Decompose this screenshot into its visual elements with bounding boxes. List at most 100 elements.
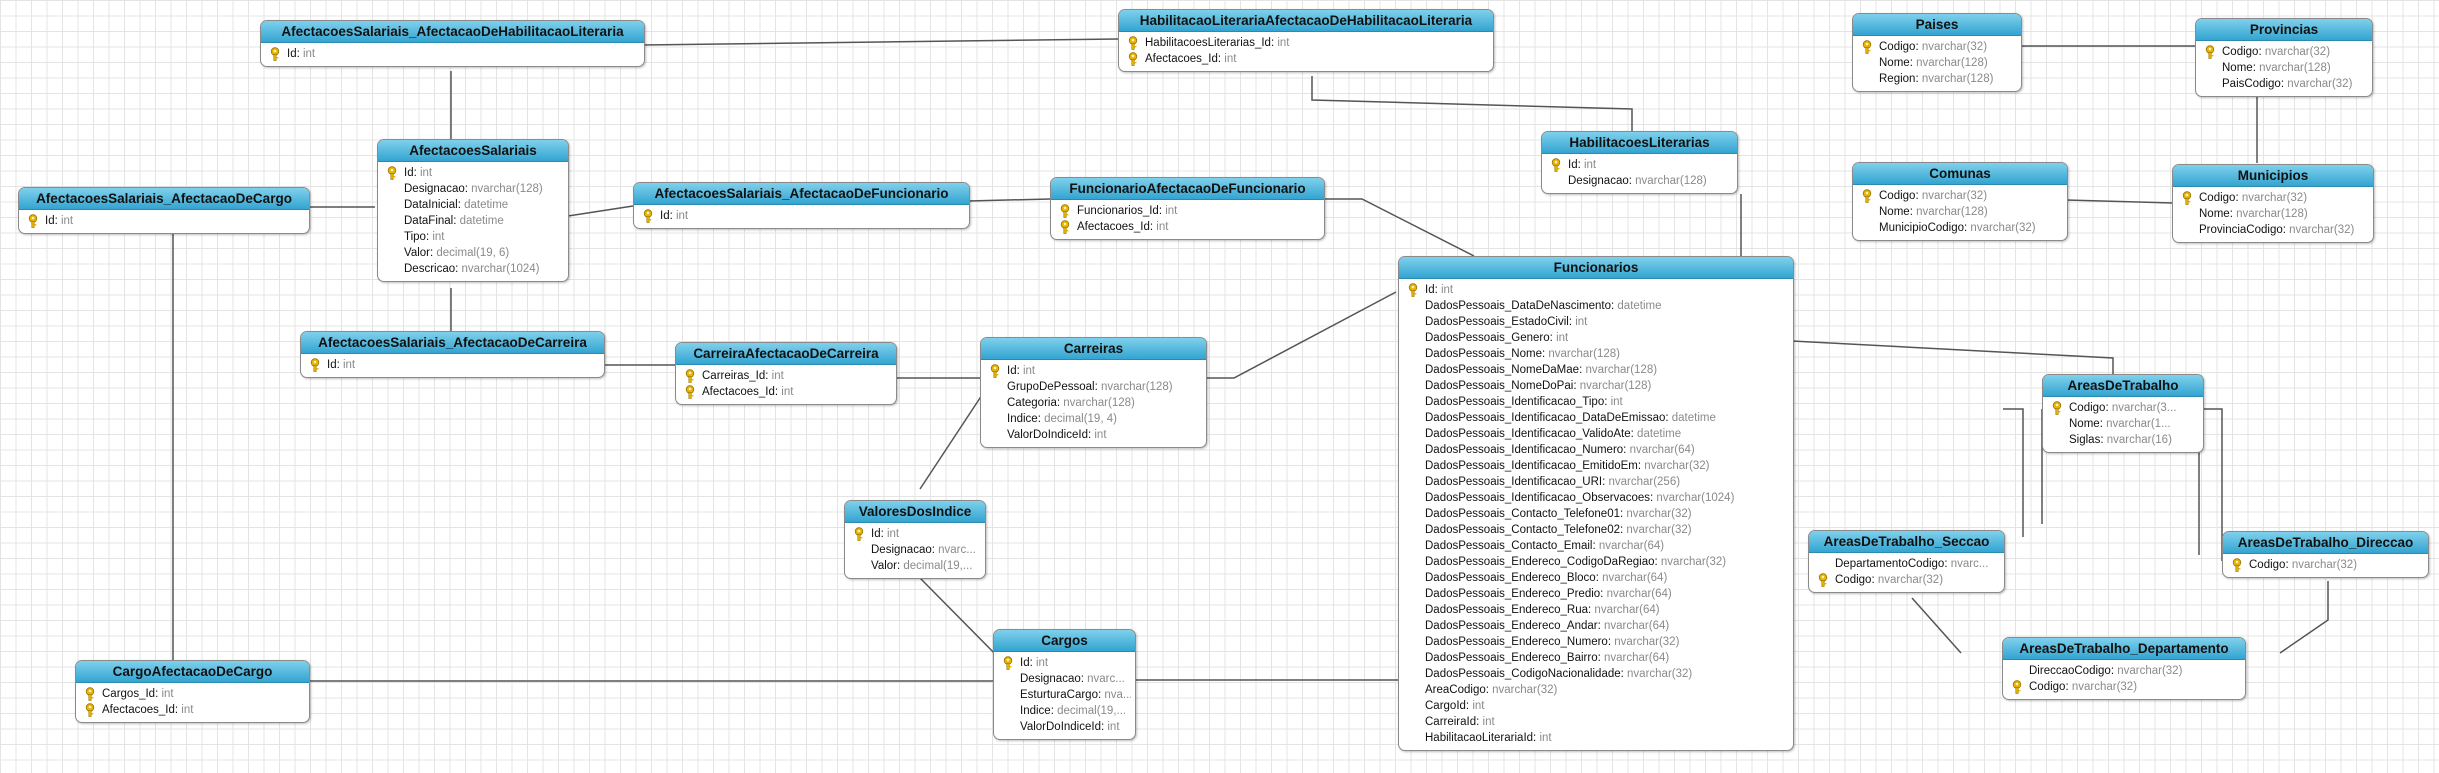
field-row[interactable]: DadosPessoais_Identificacao_Tipoint (1403, 394, 1789, 410)
field-row[interactable]: DadosPessoais_NomeDaMaenvarchar(128) (1403, 362, 1789, 378)
field-row[interactable]: Designacaonvarchar(128) (1546, 173, 1733, 189)
entity-cargoafectacaodecargo[interactable]: CargoAfectacaoDeCargoCargos_IdintAfectac… (75, 660, 310, 723)
entity-comunas[interactable]: ComunasCodigonvarchar(32)Nomenvarchar(12… (1852, 162, 2068, 241)
field-row[interactable]: DadosPessoais_Nomenvarchar(128) (1403, 346, 1789, 362)
field-row[interactable]: DireccaoCodigonvarchar(32) (2007, 663, 2241, 679)
entity-title[interactable]: HabilitacaoLiterariaAfectacaoDeHabilitac… (1119, 10, 1493, 32)
entity-title[interactable]: Municipios (2173, 165, 2373, 187)
field-row[interactable]: GrupoDePessoalnvarchar(128) (985, 379, 1202, 395)
field-row[interactable]: DadosPessoais_Identificacao_Observacoesn… (1403, 490, 1789, 506)
key-field-row[interactable]: Afectacoes_Idint (1123, 51, 1489, 67)
field-row[interactable]: Designacaonvarc... (849, 542, 981, 558)
field-row[interactable]: DadosPessoais_NomeDoPainvarchar(128) (1403, 378, 1789, 394)
entity-afectacoessalariais-afectacaodehabilitacaoliteraria[interactable]: AfectacoesSalariais_AfectacaoDeHabilitac… (260, 20, 645, 67)
entity-paises[interactable]: PaisesCodigonvarchar(32)Nomenvarchar(128… (1852, 13, 2022, 92)
field-row[interactable]: CarreiraIdint (1403, 714, 1789, 730)
field-row[interactable]: DadosPessoais_Identificacao_URInvarchar(… (1403, 474, 1789, 490)
field-row[interactable]: DadosPessoais_Contacto_Emailnvarchar(64) (1403, 538, 1789, 554)
key-field-row[interactable]: Codigonvarchar(32) (1857, 39, 2017, 55)
field-row[interactable]: Designacaonvarchar(128) (382, 181, 564, 197)
entity-title[interactable]: Comunas (1853, 163, 2067, 185)
key-field-row[interactable]: Codigonvarchar(32) (2200, 44, 2368, 60)
key-field-row[interactable]: Cargos_Idint (80, 686, 305, 702)
key-field-row[interactable]: Idint (849, 526, 981, 542)
key-field-row[interactable]: Idint (998, 655, 1131, 671)
field-row[interactable]: DadosPessoais_Contacto_Telefone02nvarcha… (1403, 522, 1789, 538)
entity-title[interactable]: AfectacoesSalariais_AfectacaoDeFuncionar… (634, 183, 969, 205)
field-row[interactable]: DadosPessoais_Identificacao_Numeronvarch… (1403, 442, 1789, 458)
field-row[interactable]: DadosPessoais_Endereco_Predionvarchar(64… (1403, 586, 1789, 602)
key-field-row[interactable]: Codigonvarchar(32) (1857, 188, 2063, 204)
field-row[interactable]: Nomenvarchar(128) (1857, 204, 2063, 220)
entity-carreiraafectacaodecarreira[interactable]: CarreiraAfectacaoDeCarreiraCarreiras_Idi… (675, 342, 897, 405)
key-field-row[interactable]: Idint (985, 363, 1202, 379)
field-row[interactable]: Descricaonvarchar(1024) (382, 261, 564, 277)
key-field-row[interactable]: Idint (1546, 157, 1733, 173)
field-row[interactable]: DadosPessoais_Endereco_Andarnvarchar(64) (1403, 618, 1789, 634)
entity-title[interactable]: HabilitacoesLiterarias (1542, 132, 1737, 154)
entity-title[interactable]: AreasDeTrabalho_Seccao (1809, 531, 2004, 553)
field-row[interactable]: DadosPessoais_Endereco_Bloconvarchar(64) (1403, 570, 1789, 586)
field-row[interactable]: DadosPessoais_Identificacao_ValidoAtedat… (1403, 426, 1789, 442)
field-row[interactable]: Valordecimal(19, 6) (382, 245, 564, 261)
entity-areasdetrabalho[interactable]: AreasDeTrabalhoCodigonvarchar(3...Nomenv… (2042, 374, 2204, 453)
key-field-row[interactable]: Afectacoes_Idint (680, 384, 892, 400)
field-row[interactable]: DadosPessoais_Contacto_Telefone01nvarcha… (1403, 506, 1789, 522)
field-row[interactable]: EsturturaCargonva... (998, 687, 1131, 703)
key-field-row[interactable]: Codigonvarchar(32) (2177, 190, 2369, 206)
field-row[interactable]: DadosPessoais_EstadoCivilint (1403, 314, 1789, 330)
key-field-row[interactable]: Idint (638, 208, 965, 224)
entity-afectacoessalariais-afectacaodecargo[interactable]: AfectacoesSalariais_AfectacaoDeCargoIdin… (18, 187, 310, 234)
field-row[interactable]: Siglasnvarchar(16) (2047, 432, 2199, 448)
key-field-row[interactable]: Idint (1403, 282, 1789, 298)
key-field-row[interactable]: HabilitacoesLiterarias_Idint (1123, 35, 1489, 51)
field-row[interactable]: Nomenvarchar(128) (2177, 206, 2369, 222)
field-row[interactable]: DataFinaldatetime (382, 213, 564, 229)
field-row[interactable]: Categorianvarchar(128) (985, 395, 1202, 411)
field-row[interactable]: DadosPessoais_Identificacao_DataDeEmissa… (1403, 410, 1789, 426)
field-row[interactable]: Designacaonvarc... (998, 671, 1131, 687)
key-field-row[interactable]: Codigonvarchar(32) (2007, 679, 2241, 695)
key-field-row[interactable]: Idint (23, 213, 305, 229)
key-field-row[interactable]: Funcionarios_Idint (1055, 203, 1320, 219)
field-row[interactable]: Indicedecimal(19, 4) (985, 411, 1202, 427)
field-row[interactable]: DepartamentoCodigonvarc... (1813, 556, 2000, 572)
entity-title[interactable]: AreasDeTrabalho_Direccao (2223, 532, 2428, 554)
field-row[interactable]: ProvinciaCodigonvarchar(32) (2177, 222, 2369, 238)
entity-title[interactable]: Paises (1853, 14, 2021, 36)
field-row[interactable]: DadosPessoais_Generoint (1403, 330, 1789, 346)
entity-carreiras[interactable]: CarreirasIdintGrupoDePessoalnvarchar(128… (980, 337, 1207, 448)
key-field-row[interactable]: Codigonvarchar(3... (2047, 400, 2199, 416)
entity-title[interactable]: CargoAfectacaoDeCargo (76, 661, 309, 683)
field-row[interactable]: DadosPessoais_Identificacao_EmitidoEmnva… (1403, 458, 1789, 474)
entity-habilitacoesliterarias[interactable]: HabilitacoesLiterariasIdintDesignacaonva… (1541, 131, 1738, 194)
entity-title[interactable]: Cargos (994, 630, 1135, 652)
field-row[interactable]: ValorDoIndiceIdint (985, 427, 1202, 443)
field-row[interactable]: DadosPessoais_Endereco_Bairronvarchar(64… (1403, 650, 1789, 666)
key-field-row[interactable]: Carreiras_Idint (680, 368, 892, 384)
field-row[interactable]: Valordecimal(19,... (849, 558, 981, 574)
field-row[interactable]: Indicedecimal(19,... (998, 703, 1131, 719)
field-row[interactable]: Nomenvarchar(128) (1857, 55, 2017, 71)
field-row[interactable]: MunicipioCodigonvarchar(32) (1857, 220, 2063, 236)
field-row[interactable]: DadosPessoais_CodigoNacionalidadenvarcha… (1403, 666, 1789, 682)
field-row[interactable]: DadosPessoais_Endereco_CodigoDaRegiaonva… (1403, 554, 1789, 570)
field-row[interactable]: DadosPessoais_DataDeNascimentodatetime (1403, 298, 1789, 314)
key-field-row[interactable]: Idint (265, 46, 640, 62)
key-field-row[interactable]: Idint (305, 357, 600, 373)
key-field-row[interactable]: Codigonvarchar(32) (1813, 572, 2000, 588)
entity-afectacoessalariais-afectacaodefuncionario[interactable]: AfectacoesSalariais_AfectacaoDeFuncionar… (633, 182, 970, 229)
key-field-row[interactable]: Afectacoes_Idint (1055, 219, 1320, 235)
field-row[interactable]: Regionnvarchar(128) (1857, 71, 2017, 87)
field-row[interactable]: ValorDoIndiceIdint (998, 719, 1131, 735)
entity-municipios[interactable]: MunicipiosCodigonvarchar(32)Nomenvarchar… (2172, 164, 2374, 243)
entity-areasdetrabalho-direccao[interactable]: AreasDeTrabalho_DireccaoCodigonvarchar(3… (2222, 531, 2429, 578)
field-row[interactable]: DadosPessoais_Endereco_Numeronvarchar(32… (1403, 634, 1789, 650)
entity-title[interactable]: AfectacoesSalariais_AfectacaoDeCarreira (301, 332, 604, 354)
entity-title[interactable]: AreasDeTrabalho_Departamento (2003, 638, 2245, 660)
entity-afectacoessalariais[interactable]: AfectacoesSalariaisIdintDesignacaonvarch… (377, 139, 569, 282)
entity-cargos[interactable]: CargosIdintDesignacaonvarc...EsturturaCa… (993, 629, 1136, 740)
field-row[interactable]: Tipoint (382, 229, 564, 245)
